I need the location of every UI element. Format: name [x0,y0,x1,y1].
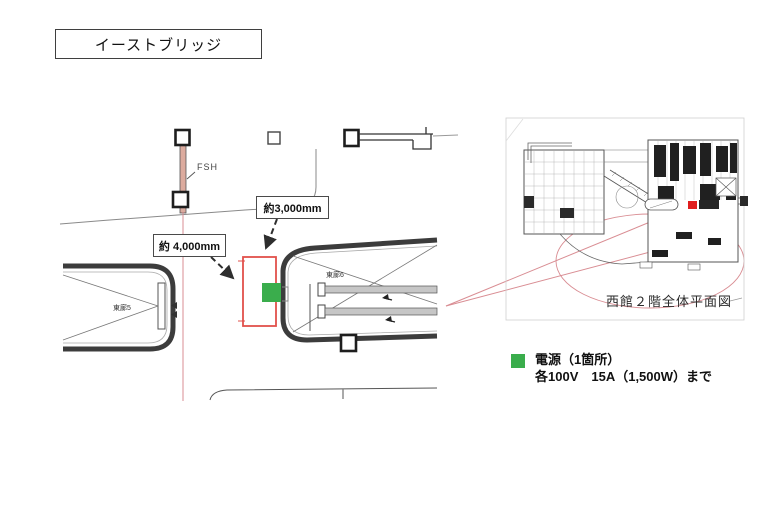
walkway-6-label: 東廊6 [326,272,344,279]
walkway-5-label: 東廊5 [113,305,131,312]
fsh-label: FSH [197,162,218,172]
bottom-boundary-line [209,387,438,401]
walkway-left-arrows-icon [171,302,177,318]
power-swatch-icon [511,354,525,368]
location-marker [688,201,697,209]
detail-plan [59,127,459,401]
upper-wall-structure [343,127,459,150]
dimension-label-3000: 約3,000mm [256,196,329,219]
title-box: イーストブリッジ [55,29,262,59]
overview-frame [505,117,745,321]
legend-power-spec: 各100V 15A（1,500W）まで [535,369,713,384]
walkway-left [62,263,177,352]
column-square [267,131,281,145]
power-outlet-marker [262,283,281,302]
dimension-label-4000: 約 4,000mm [153,234,226,257]
power-legend: 電源（1箇所） 各100V 15A（1,500W）まで [511,352,712,385]
walkway-right [280,237,438,353]
walkway-direction-arrow-icon [382,294,396,323]
legend-text: 電源（1箇所） 各100V 15A（1,500W）まで [535,352,712,385]
fsh-wall [171,128,196,214]
page-title: イーストブリッジ [94,36,223,54]
legend-power-title: 電源（1箇所） [535,352,621,367]
dimension-arrows [210,218,278,280]
overview-mini-plan [505,117,748,321]
overview-caption: 西館２階全体平面図 [606,294,733,309]
